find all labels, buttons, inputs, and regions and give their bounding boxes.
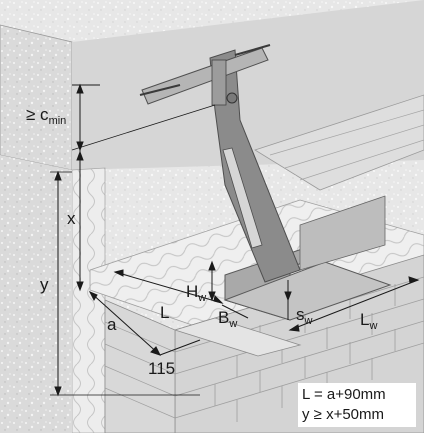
angle-flange	[223, 261, 392, 321]
label-Bw: Bw	[218, 308, 237, 330]
bracket-cutout	[222, 147, 263, 249]
label-Hw: Hw	[186, 282, 206, 304]
slab-front	[0, 24, 73, 171]
label-L: L	[160, 303, 169, 322]
label-Lw: Lw	[360, 310, 377, 332]
bolt-head-icon	[226, 92, 238, 104]
formula-y: y ≥ x+50mm	[302, 406, 385, 423]
formula-box: L = a+90mm y ≥ x+50mm	[298, 383, 416, 427]
dimension-lines	[50, 83, 420, 397]
label-y: y	[40, 275, 49, 294]
upper-brick-course	[254, 94, 424, 191]
anchor-bolts	[139, 44, 271, 96]
label-a: a	[107, 315, 117, 334]
rear-profile	[299, 195, 386, 271]
label-x: x	[67, 209, 76, 228]
brick-top-face	[173, 317, 302, 357]
formula-L: L = a+90mm	[302, 386, 386, 403]
upper-brick-joints	[269, 109, 424, 181]
label-115: 115	[148, 359, 175, 378]
bracket-head	[211, 59, 227, 106]
label-c-min: ≥ cmin	[26, 105, 66, 127]
label-sw: sw	[296, 305, 313, 327]
lower-wall	[0, 155, 72, 433]
